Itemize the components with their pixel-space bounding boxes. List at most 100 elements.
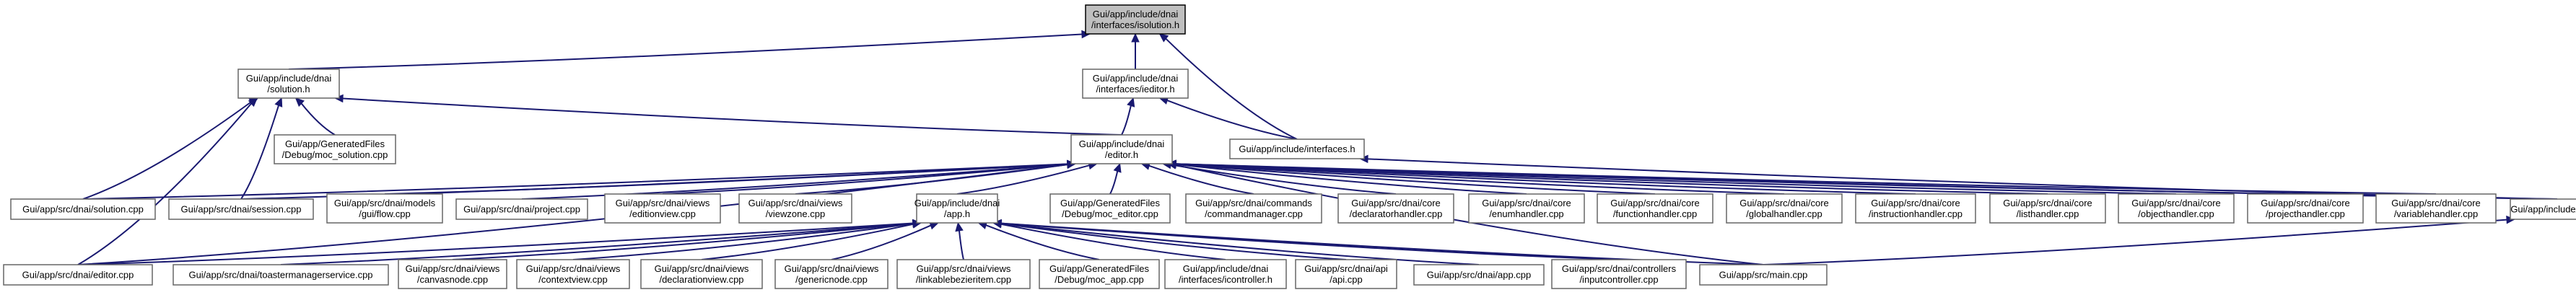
node-box xyxy=(168,198,314,220)
file-node-objecthandler[interactable]: Gui/app/src/dnai/core/objecthandler.cpp xyxy=(2118,193,2235,224)
node-label: Gui/app/include/dnai xyxy=(1093,9,1179,19)
node-label: /enumhandler.cpp xyxy=(1489,208,1563,219)
dependency-edge xyxy=(288,33,1083,70)
dependency-edge xyxy=(1175,164,1764,265)
node-label: /objecthandler.cpp xyxy=(2138,208,2214,219)
file-node-commandmanager[interactable]: Gui/app/src/dnai/commands/commandmanager… xyxy=(1185,193,1322,224)
file-node-dnai-h[interactable]: Gui/app/include/dnai.h xyxy=(2510,198,2576,220)
node-box xyxy=(1049,193,1171,224)
file-node-solution-cpp[interactable]: Gui/app/src/dnai/solution.cpp xyxy=(10,198,156,220)
file-node-app-h[interactable]: Gui/app/include/dnai/app.h xyxy=(914,193,1000,224)
node-box xyxy=(1468,193,1585,224)
node-box xyxy=(1699,264,1828,286)
dependency-edge xyxy=(521,163,1068,200)
dependency-edge xyxy=(1175,163,1527,195)
file-node-viewzone[interactable]: Gui/app/src/dnai/views/viewzone.cpp xyxy=(738,193,852,224)
file-node-linkablebezier[interactable]: Gui/app/src/dnai/views/linkablebezierite… xyxy=(896,259,1031,289)
node-label: /functionhandler.cpp xyxy=(1613,208,1697,219)
file-node-globalhandler[interactable]: Gui/app/src/dnai/core/globalhandler.cpp xyxy=(1726,193,1843,224)
dependency-edge xyxy=(82,163,1068,200)
file-node-inputcontroller[interactable]: Gui/app/src/dnai/controllers/inputcontro… xyxy=(1551,259,1687,289)
arrowhead xyxy=(955,221,964,232)
file-node-listhandler[interactable]: Gui/app/src/dnai/core/listhandler.cpp xyxy=(1989,193,2106,224)
file-node-instructionhandler[interactable]: Gui/app/src/dnai/core/instructionhandler… xyxy=(1855,193,1976,224)
file-node-guiflow[interactable]: Gui/app/src/dnai/models/gui/flow.cpp xyxy=(326,193,443,224)
dependency-edge xyxy=(82,101,252,200)
file-node-functionhandler[interactable]: Gui/app/src/dnai/core/functionhandler.cp… xyxy=(1597,193,1713,224)
node-label: Gui/app/src/dnai/views xyxy=(616,198,710,208)
node-label: /solution.h xyxy=(267,84,310,94)
node-label: Gui/app/src/dnai/commands xyxy=(1195,198,1312,208)
node-label: /app.h xyxy=(944,208,970,219)
node-label: /Debug/moc_app.cpp xyxy=(1055,274,1144,285)
node-label: /globalhandler.cpp xyxy=(1746,208,1822,219)
dependency-edge xyxy=(956,164,1090,195)
node-label: Gui/app/src/dnai/views xyxy=(655,263,749,274)
file-node-moc-app[interactable]: Gui/app/GeneratedFiles/Debug/moc_app.cpp xyxy=(1039,259,1160,289)
node-box xyxy=(774,259,888,289)
node-label: /variablehandler.cpp xyxy=(2394,208,2478,219)
file-node-project-cpp[interactable]: Gui/app/src/dnai/project.cpp xyxy=(455,198,588,220)
node-label: Gui/app/src/dnai/core xyxy=(2131,198,2221,208)
file-node-enumhandler[interactable]: Gui/app/src/dnai/core/enumhandler.cpp xyxy=(1468,193,1585,224)
file-node-contextview[interactable]: Gui/app/src/dnai/views/contextview.cpp xyxy=(516,259,630,289)
node-box xyxy=(1082,69,1189,99)
node-box xyxy=(640,259,763,289)
file-node-declaratorhandler[interactable]: Gui/app/src/dnai/core/declaratorhandler.… xyxy=(1337,193,1454,224)
node-label: Gui/app/src/dnai/controllers xyxy=(1562,263,1677,274)
node-label: Gui/app/src/dnai/views xyxy=(748,198,843,208)
file-node-editor-h[interactable]: Gui/app/include/dnai/editor.h xyxy=(1070,134,1173,164)
file-node-ieditor-h[interactable]: Gui/app/include/dnai/interfaces/ieditor.… xyxy=(1082,69,1189,99)
file-node-app-cpp[interactable]: Gui/app/src/dnai/app.cpp xyxy=(1413,264,1545,286)
file-node-session-cpp[interactable]: Gui/app/src/dnai/session.cpp xyxy=(168,198,314,220)
node-box xyxy=(1597,193,1713,224)
dependency-edge xyxy=(240,105,279,200)
node-label: Gui/app/src/dnai/models xyxy=(334,198,436,208)
node-box xyxy=(1989,193,2106,224)
file-node-isolution-h[interactable]: Gui/app/include/dnai/interfaces/isolutio… xyxy=(1085,4,1186,35)
file-node-moc-editor[interactable]: Gui/app/GeneratedFiles/Debug/moc_editor.… xyxy=(1049,193,1171,224)
arrowhead xyxy=(1158,33,1169,43)
node-box xyxy=(237,69,340,99)
node-box xyxy=(455,198,588,220)
node-label: /inputcontroller.cpp xyxy=(1579,274,1658,285)
node-label: Gui/app/GeneratedFiles xyxy=(285,138,385,149)
file-node-variablehandler[interactable]: Gui/app/src/dnai/core/variablehandler.cp… xyxy=(2375,193,2497,224)
arrowhead xyxy=(248,97,258,107)
node-label: /interfaces/isolution.h xyxy=(1091,19,1179,30)
node-label: Gui/app/src/dnai/core xyxy=(1739,198,1829,208)
file-node-moc-solution[interactable]: Gui/app/GeneratedFiles/Debug/moc_solutio… xyxy=(274,134,396,164)
node-label: /interfaces/ieditor.h xyxy=(1096,84,1174,94)
file-node-genericnode[interactable]: Gui/app/src/dnai/views/genericnode.cpp xyxy=(774,259,888,289)
dependency-edge xyxy=(1121,105,1132,136)
file-node-declarationview[interactable]: Gui/app/src/dnai/views/declarationview.c… xyxy=(640,259,763,289)
node-box xyxy=(173,264,389,286)
file-node-main-cpp[interactable]: Gui/app/src/main.cpp xyxy=(1699,264,1828,286)
node-label: Gui/app/src/dnai/project.cpp xyxy=(463,204,580,215)
file-node-toaster[interactable]: Gui/app/src/dnai/toastermanagerservice.c… xyxy=(173,264,389,286)
file-node-api-cpp[interactable]: Gui/app/src/dnai/api/api.cpp xyxy=(1295,259,1397,289)
file-node-projecthandler[interactable]: Gui/app/src/dnai/core/projecthandler.cpp xyxy=(2247,193,2364,224)
node-box xyxy=(1337,193,1454,224)
node-box xyxy=(2510,198,2576,220)
node-box xyxy=(3,264,153,286)
file-node-editionview[interactable]: Gui/app/src/dnai/views/editionview.cpp xyxy=(604,193,721,224)
dependency-edge xyxy=(1000,222,1480,265)
node-box xyxy=(1295,259,1397,289)
node-box xyxy=(516,259,630,289)
node-label: /Debug/moc_editor.cpp xyxy=(1062,208,1158,219)
node-label: Gui/app/include/dnai xyxy=(1093,73,1179,84)
file-node-interfaces-h[interactable]: Gui/app/include/interfaces.h xyxy=(1229,138,1365,159)
node-label: Gui/app/src/dnai/views xyxy=(526,263,621,274)
node-label: Gui/app/src/dnai/core xyxy=(1871,198,1960,208)
node-box xyxy=(896,259,1031,289)
node-label: /declaratorhandler.cpp xyxy=(1350,208,1443,219)
node-box xyxy=(2118,193,2235,224)
file-node-editor-cpp[interactable]: Gui/app/src/dnai/editor.cpp xyxy=(3,264,153,286)
file-node-canvasnode[interactable]: Gui/app/src/dnai/views/canvasnode.cpp xyxy=(398,259,507,289)
node-label: Gui/app/GeneratedFiles xyxy=(1060,198,1161,208)
node-label: Gui/app/src/dnai/session.cpp xyxy=(181,204,302,215)
file-node-icontroller[interactable]: Gui/app/include/dnai/interfaces/icontrol… xyxy=(1164,259,1287,289)
file-node-solution-h[interactable]: Gui/app/include/dnai/solution.h xyxy=(237,69,340,99)
dependency-edge xyxy=(831,224,931,260)
